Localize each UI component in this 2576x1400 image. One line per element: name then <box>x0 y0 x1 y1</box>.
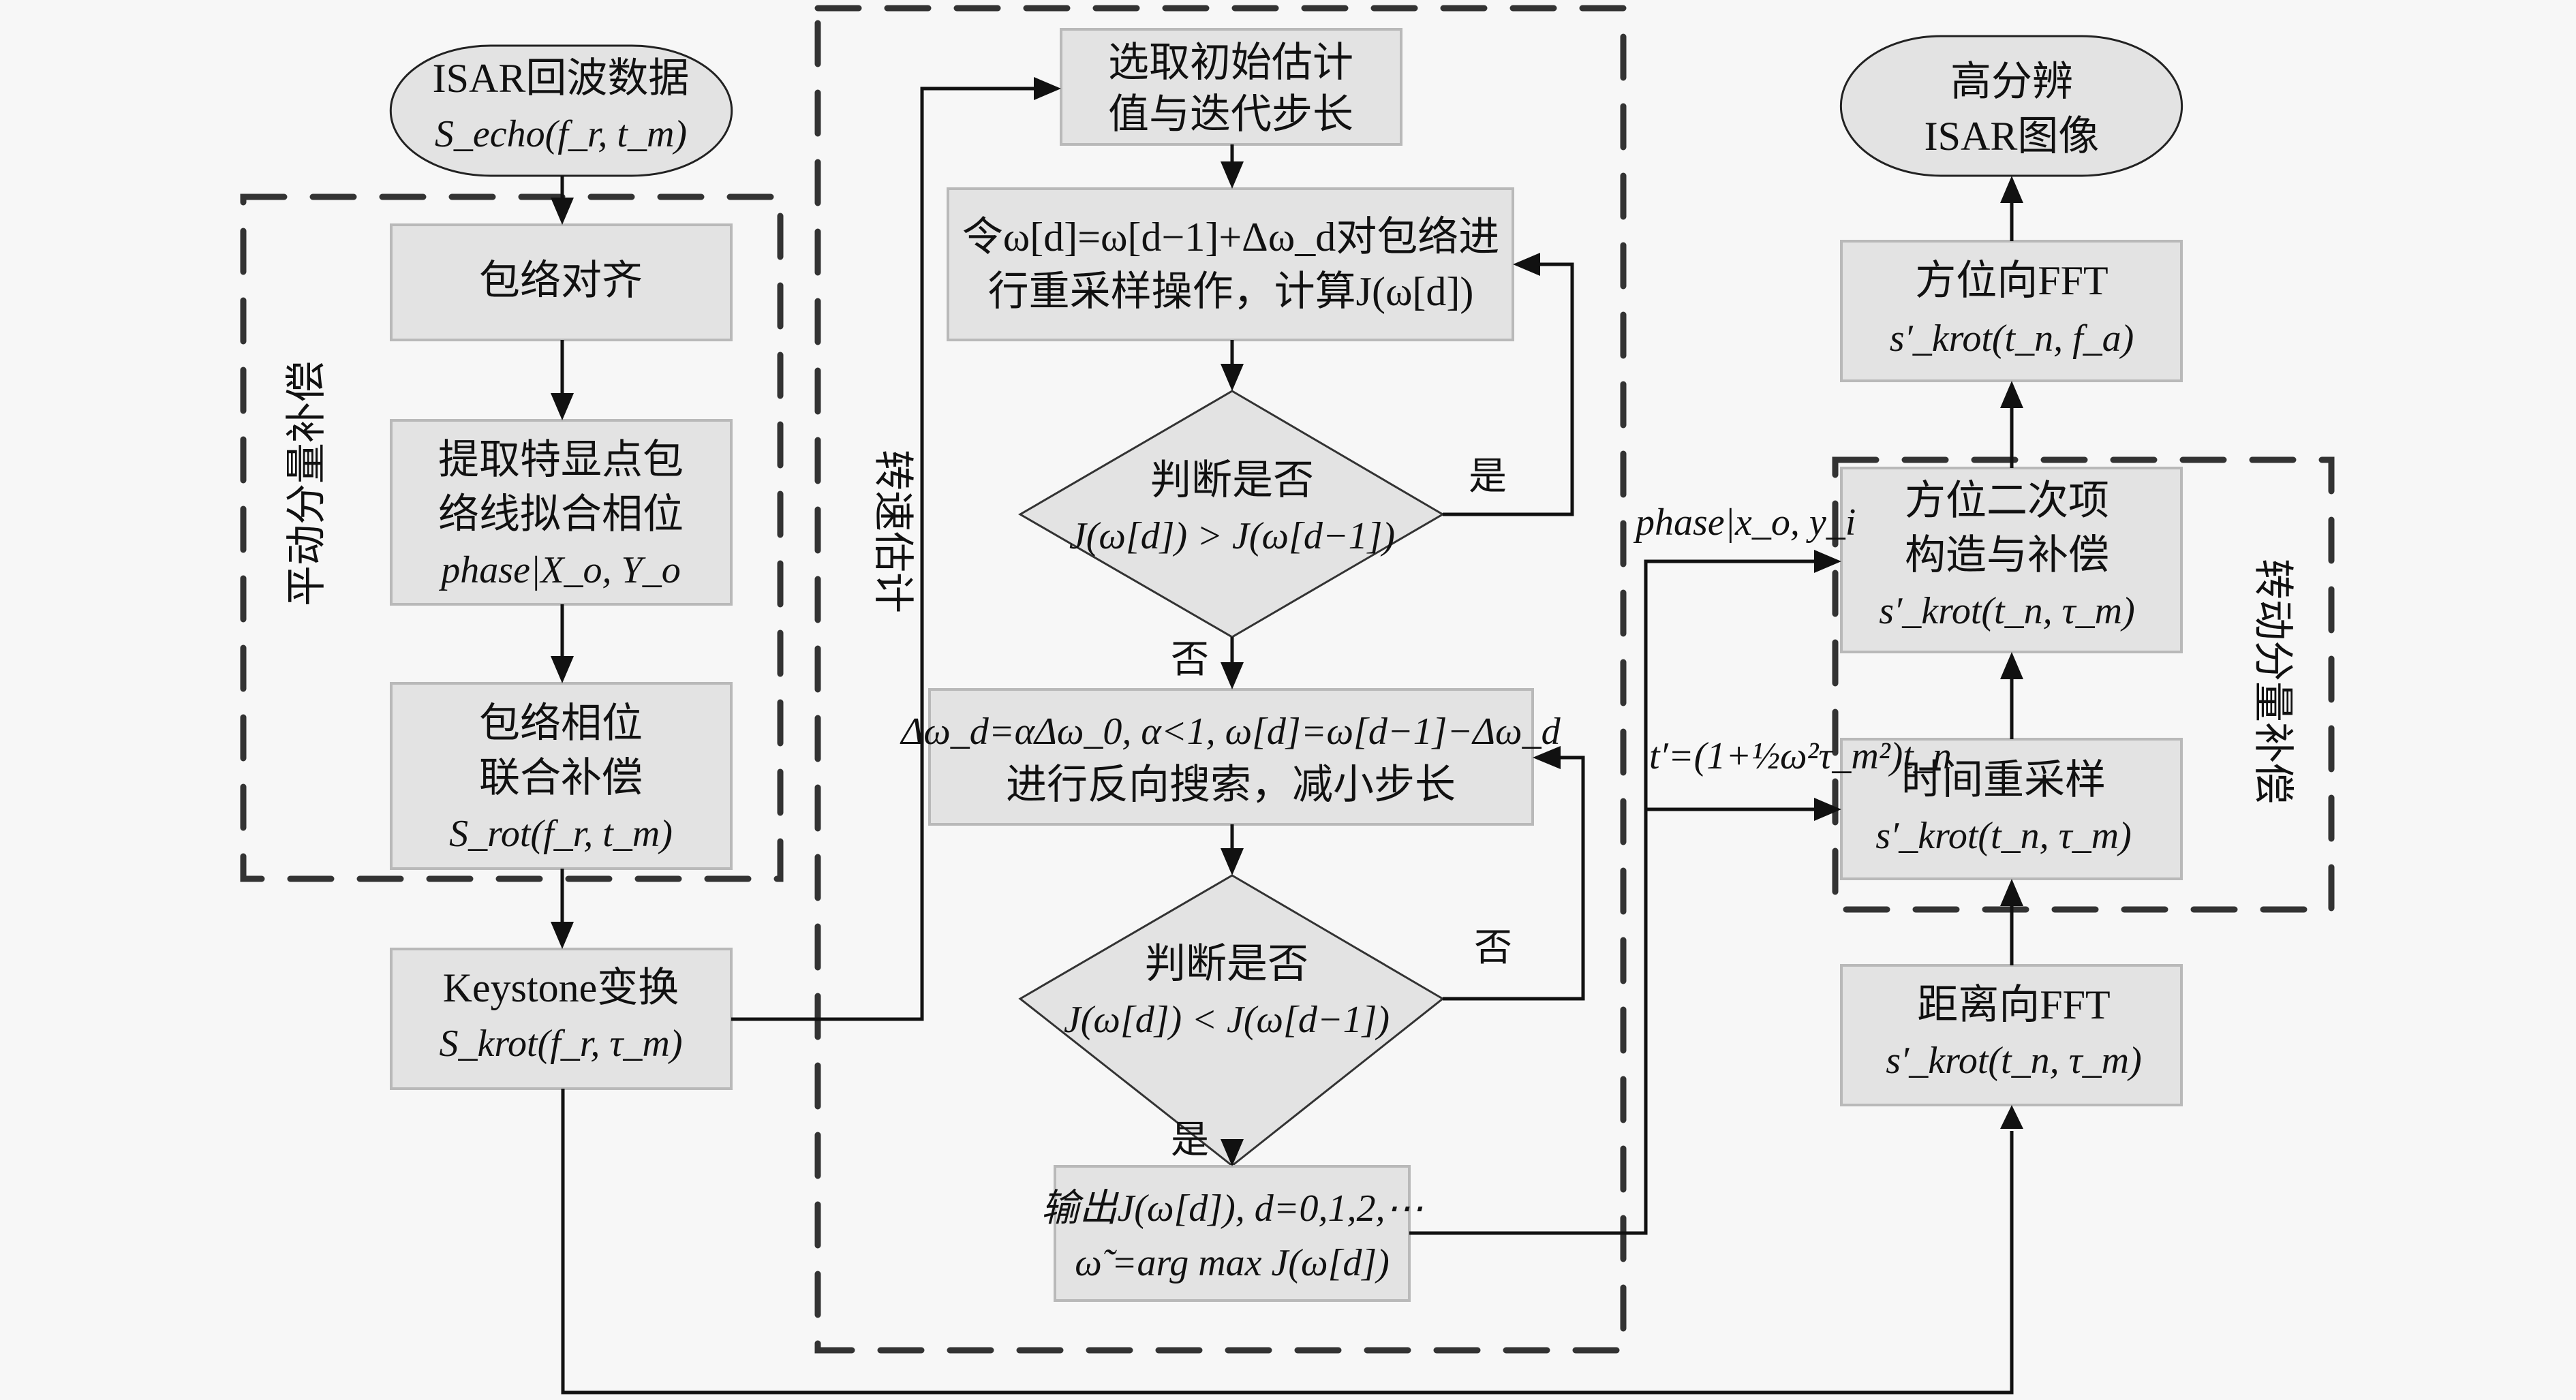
joint-comp-line2: 联合补偿 <box>479 756 643 800</box>
hires-image-terminal: 高分辨 ISAR图像 <box>1839 35 2183 177</box>
arrowhead <box>1221 1139 1244 1166</box>
init-line2: 值与迭代步长 <box>1108 92 1353 137</box>
arrowhead <box>2000 879 2023 906</box>
range-fft-box: 距离向FFT s′_krot(t_n, τ_m) <box>1840 964 2183 1106</box>
resample-calc-line2: 行重采样操作，计算J(ω[d]) <box>988 269 1474 314</box>
decision1-line1: 判断是否 <box>1150 458 1314 503</box>
edge-decision1-yes-loop <box>1443 262 1574 516</box>
decision2-line2: J(ω[d]) < J(ω[d−1]) <box>1064 999 1390 1041</box>
resample-calc-box: 令ω[d]=ω[d−1]+Δω_d对包络进 行重采样操作，计算J(ω[d]) <box>947 187 1514 341</box>
rotational-group-label: 转动分量补偿 <box>2250 559 2295 804</box>
arrowhead <box>2000 381 2023 408</box>
joint-comp-line3: S_rot(f_r, t_m) <box>449 813 673 855</box>
joint-comp-line1: 包络相位 <box>479 701 643 746</box>
phase-input-label: phase|x_o, y_i <box>1633 501 1856 544</box>
extract-line2: 络线拟合相位 <box>438 492 684 537</box>
arrowhead <box>1034 77 1061 100</box>
extract-line3: phase|X_o, Y_o <box>438 549 680 591</box>
arrowhead <box>1221 364 1244 391</box>
azimuth-fft-line2: s′_krot(t_n, f_a) <box>1890 317 2134 360</box>
keystone-box: Keystone变换 S_krot(f_r, τ_m) <box>390 948 733 1090</box>
edge-keystone-to-range-fft <box>561 1089 2014 1395</box>
translational-group-label: 平动分量补偿 <box>284 361 329 606</box>
translational-group-frame <box>240 193 784 882</box>
arrowhead <box>1513 253 1540 276</box>
joint-comp-box: 包络相位 联合补偿 S_rot(f_r, t_m) <box>390 682 733 870</box>
speed-estimation-group-label: 转速估计 <box>870 450 915 613</box>
azimuth-fft-line1: 方位向FFT <box>1915 258 2108 303</box>
init-line1: 选取初始估计 <box>1108 40 1353 85</box>
hires-image-line1: 高分辨 <box>1950 59 2073 104</box>
echo-terminal: ISAR回波数据 S_echo(f_r, t_m) <box>389 44 733 177</box>
reverse-search-line1: Δω_d=αΔω_0, α<1, ω[d]=ω[d−1]−Δω_d <box>900 711 1561 753</box>
arrowhead <box>551 922 574 949</box>
decision2-no-label: 否 <box>1474 927 1512 969</box>
decision1-no-label: 否 <box>1171 639 1209 681</box>
decision1-diamond: 判断是否 J(ω[d]) > J(ω[d−1]) <box>1018 390 1445 638</box>
decision1-line2: J(ω[d]) > J(ω[d−1]) <box>1069 515 1395 557</box>
edge-output-to-quadratic <box>1409 559 1814 1235</box>
arrowhead <box>1221 848 1244 875</box>
echo-formula: S_echo(f_r, t_m) <box>435 113 687 155</box>
envelope-align-box: 包络对齐 <box>390 223 733 341</box>
envelope-align-label: 包络对齐 <box>479 258 643 303</box>
decision2-yes-label: 是 <box>1171 1119 1209 1162</box>
decision1-yes-label: 是 <box>1469 456 1507 498</box>
output-box: 输出J(ω[d]), d=0,1,2,⋯ ω̃ =arg max J(ω[d]) <box>1041 1165 1424 1302</box>
quadratic-comp-line1: 方位二次项 <box>1905 478 2109 523</box>
init-box: 选取初始估计 值与迭代步长 <box>1060 28 1402 146</box>
range-fft-line2: s′_krot(t_n, τ_m) <box>1886 1040 2142 1082</box>
quadratic-comp-box: 方位二次项 构造与补偿 s′_krot(t_n, τ_m) <box>1840 467 2183 653</box>
arrowhead <box>551 393 574 420</box>
keystone-line1: Keystone变换 <box>443 965 679 1010</box>
time-resample-line2: s′_krot(t_n, τ_m) <box>1875 815 2132 857</box>
edge-keystone-to-init <box>731 87 1036 1021</box>
range-fft-line1: 距离向FFT <box>1917 982 2110 1027</box>
reverse-search-line2: 进行反向搜索，减小步长 <box>1006 762 1456 807</box>
arrowhead <box>1221 662 1244 689</box>
arrowhead <box>2000 1105 2023 1129</box>
azimuth-fft-box: 方位向FFT s′_krot(t_n, f_a) <box>1840 240 2183 382</box>
time-resample-line1: 时间重采样 <box>1901 758 2106 803</box>
time-formula-label: t′=(1+½ω²τ_m²)t_n <box>1649 735 1952 777</box>
decision2-line1: 判断是否 <box>1145 942 1308 986</box>
hires-image-line2: ISAR图像 <box>1925 114 2100 159</box>
echo-title: ISAR回波数据 <box>433 56 690 101</box>
arrowhead <box>551 656 574 683</box>
connectors <box>551 77 2023 1395</box>
arrowhead <box>1814 798 1841 821</box>
arrowhead <box>1533 746 1561 769</box>
decision2-diamond: 判断是否 J(ω[d]) < J(ω[d−1]) <box>1018 874 1445 1167</box>
arrowhead <box>2000 176 2023 203</box>
edge-decision2-no-loop <box>1443 756 1585 1001</box>
quadratic-comp-line2: 构造与补偿 <box>1905 533 2109 578</box>
arrowhead <box>551 198 574 225</box>
keystone-line2: S_krot(f_r, τ_m) <box>439 1023 682 1065</box>
reverse-search-box: Δω_d=αΔω_0, α<1, ω[d]=ω[d−1]−Δω_d 进行反向搜索… <box>900 688 1561 826</box>
extract-box: 提取特显点包 络线拟合相位 phase|X_o, Y_o <box>390 419 733 606</box>
output-line2: ω̃ =arg max J(ω[d]) <box>1075 1242 1390 1284</box>
rotational-group-frame <box>1832 456 2335 913</box>
speed-estimation-group-frame <box>814 5 1627 1354</box>
quadratic-comp-line3: s′_krot(t_n, τ_m) <box>1879 590 2135 632</box>
output-line1: 输出J(ω[d]), d=0,1,2,⋯ <box>1041 1187 1423 1230</box>
time-resample-box: 时间重采样 s′_krot(t_n, τ_m) <box>1840 738 2183 880</box>
arrowhead <box>1814 550 1841 573</box>
arrowhead <box>2000 652 2023 679</box>
extract-line1: 提取特显点包 <box>438 437 684 482</box>
resample-calc-line1: 令ω[d]=ω[d−1]+Δω_d对包络进 <box>962 215 1500 260</box>
arrowhead <box>1221 161 1244 189</box>
